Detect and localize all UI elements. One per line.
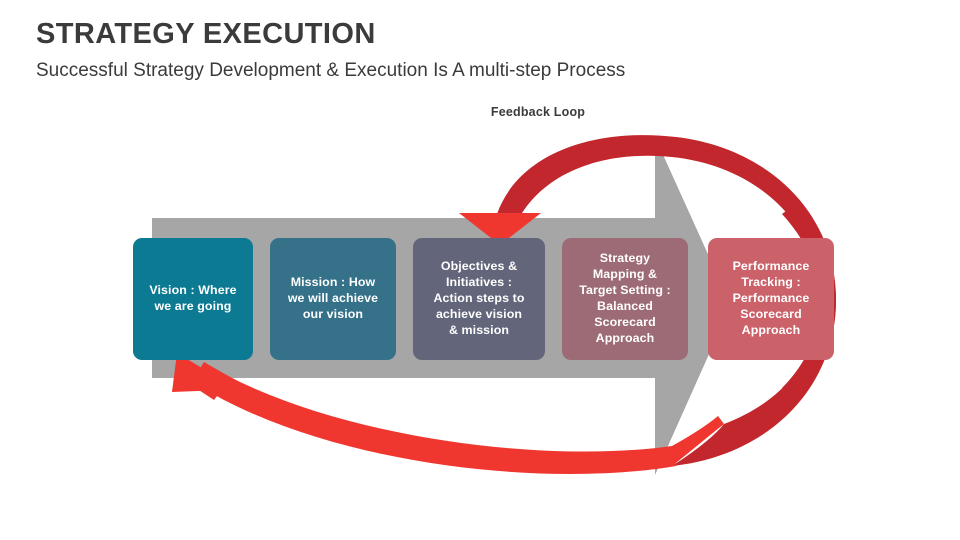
feedback-loop-right-join <box>672 416 724 466</box>
feedback-loop-top-band <box>497 135 836 466</box>
page-title: STRATEGY EXECUTION <box>36 18 376 50</box>
process-step-performance-tracking[interactable]: Performance Tracking : Performance Score… <box>708 238 834 360</box>
page-subtitle: Successful Strategy Development & Execut… <box>36 60 626 81</box>
feedback-loop-bottom-band <box>192 362 676 474</box>
feedback-loop-bottom-arrowhead-stem <box>177 353 227 400</box>
process-step-label: Strategy Mapping & Target Setting : Bala… <box>579 251 671 345</box>
process-step-objectives[interactable]: Objectives & Initiatives : Action steps … <box>413 238 545 360</box>
process-step-mission[interactable]: Mission : How we will achieve our vision <box>270 238 396 360</box>
process-step-label: Objectives & Initiatives : Action steps … <box>433 259 525 337</box>
feedback-loop-top-arrowhead <box>459 213 541 245</box>
process-step-vision[interactable]: Vision : Where we are going <box>133 238 253 360</box>
process-step-label: Vision : Where we are going <box>149 283 237 313</box>
process-step-label: Mission : How we will achieve our vision <box>287 275 379 321</box>
process-step-label: Performance Tracking : Performance Score… <box>732 259 810 337</box>
process-step-strategy-mapping[interactable]: Strategy Mapping & Target Setting : Bala… <box>562 238 688 360</box>
